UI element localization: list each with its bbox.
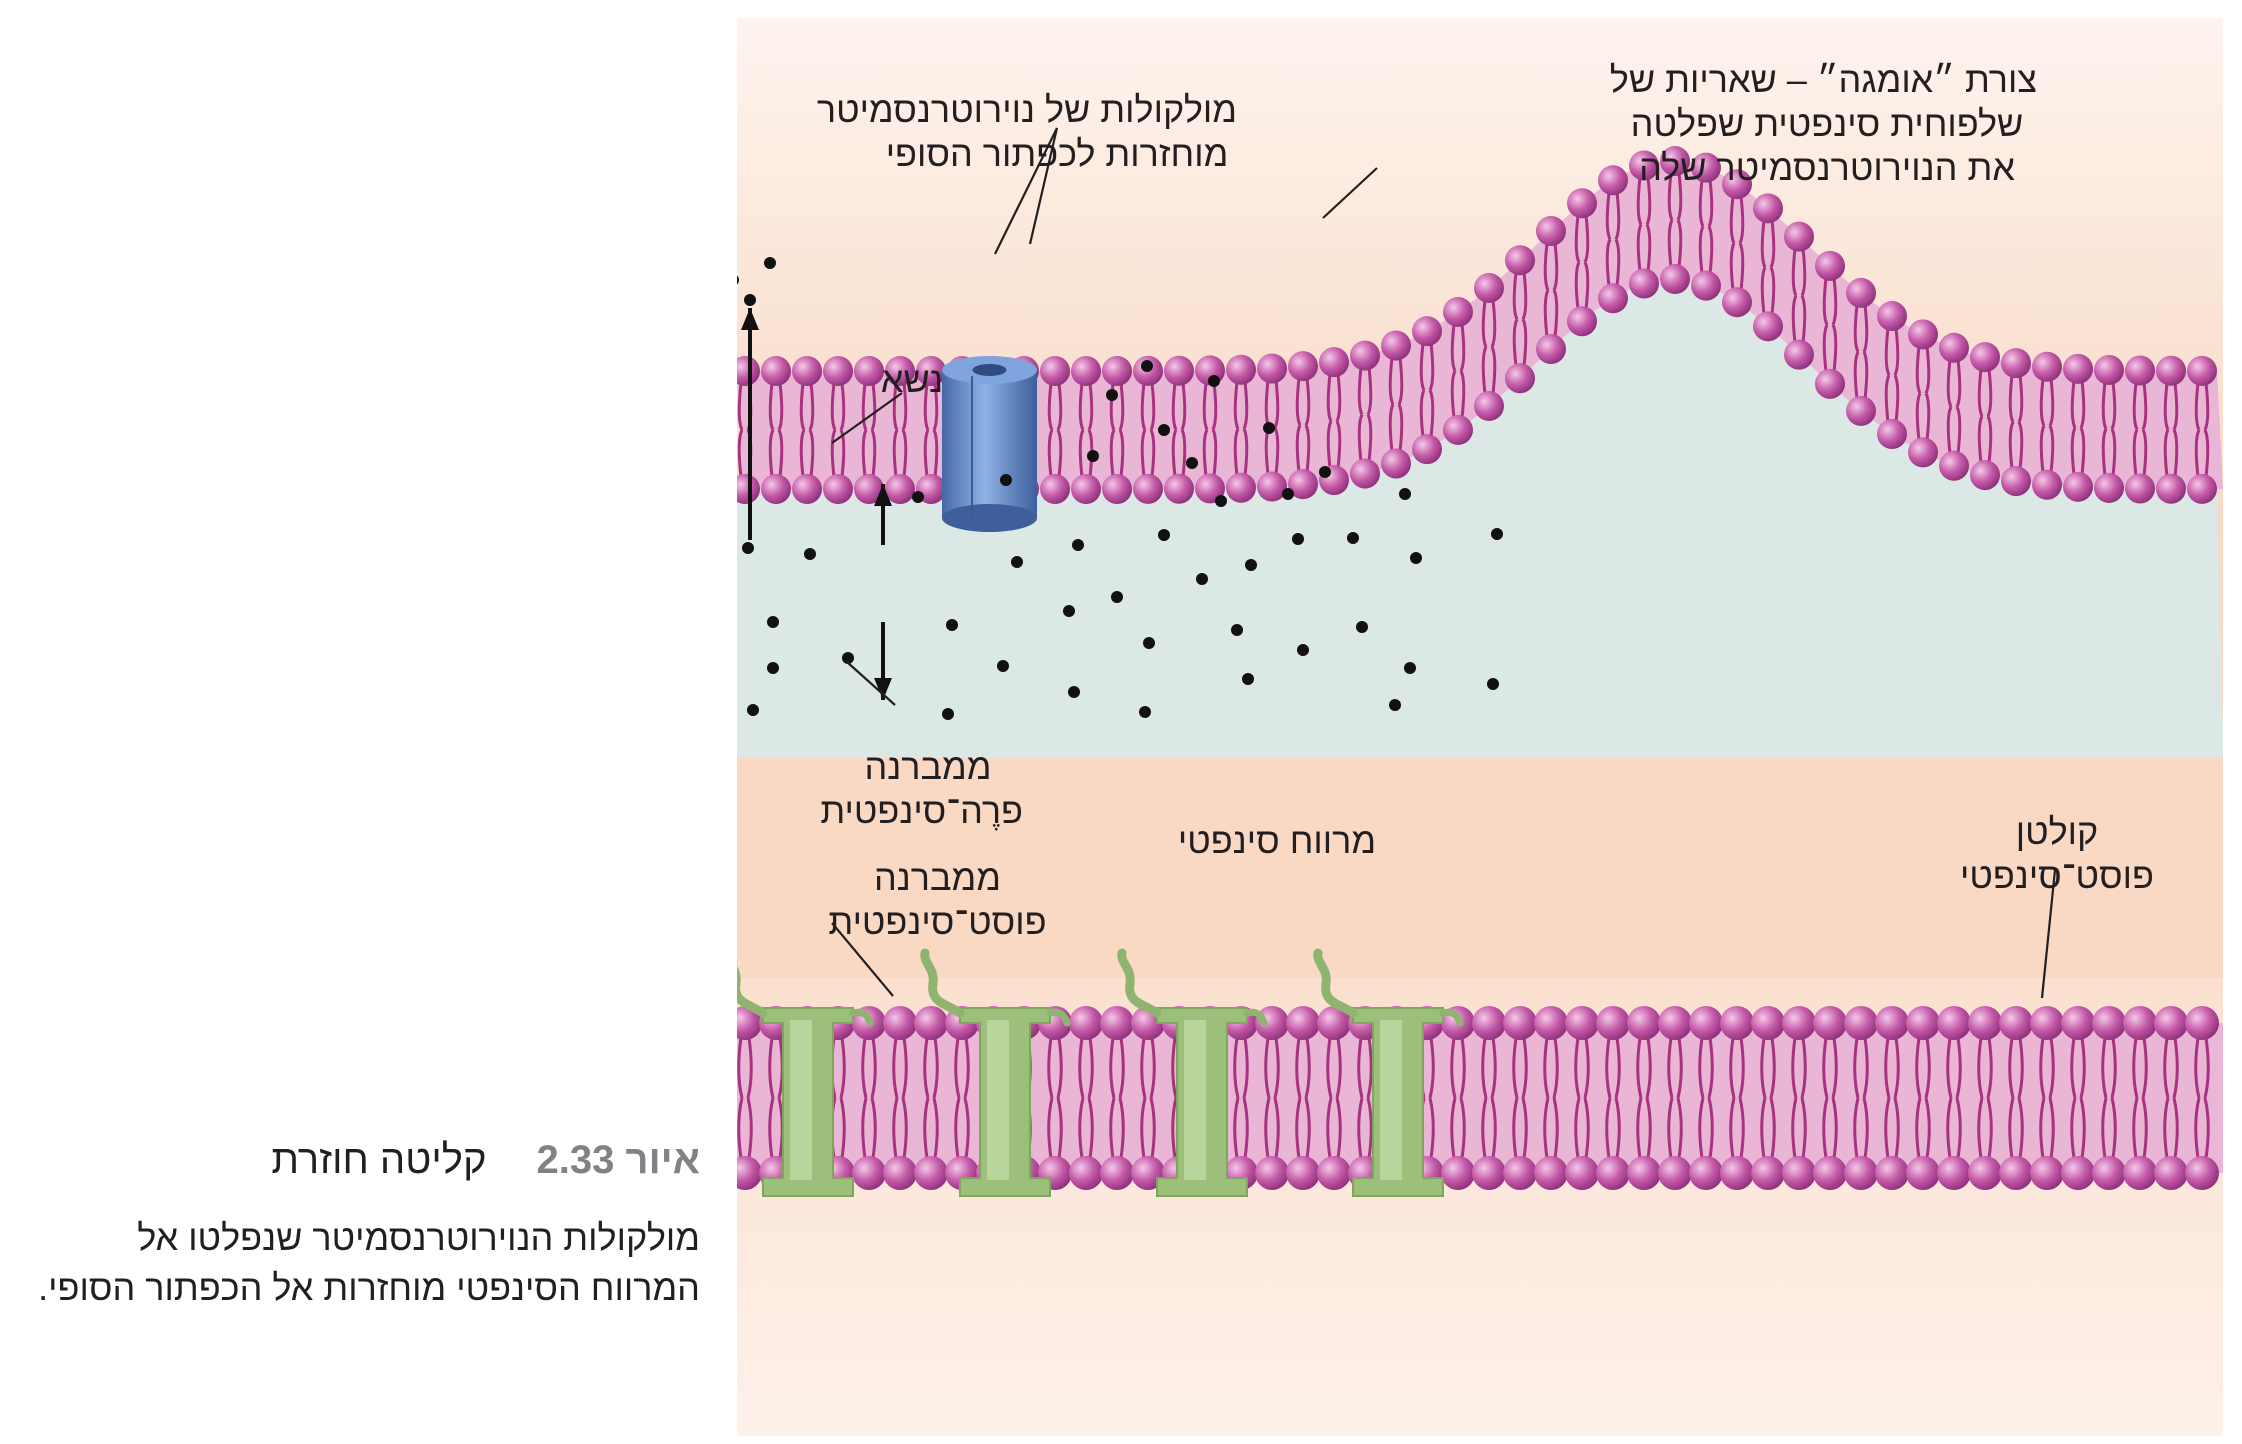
- neurotransmitter-molecule: [946, 619, 958, 631]
- carrier-protein: [942, 356, 1037, 532]
- leader-molecules-2: [1028, 127, 1059, 245]
- neurotransmitter-molecule: [1139, 706, 1151, 718]
- neurotransmitter-molecule: [764, 257, 776, 269]
- neurotransmitter-molecule: [1000, 474, 1012, 486]
- neurotransmitter-molecule: [747, 704, 759, 716]
- neurotransmitter-molecule: [1242, 673, 1254, 685]
- neurotransmitter-molecule: [842, 652, 854, 664]
- caption-text: מולקולות הנוירוטרנסמיטר שנפלטו אל המרווח…: [38, 1217, 700, 1308]
- neurotransmitter-molecule: [1231, 624, 1243, 636]
- neurotransmitter-molecule: [1111, 591, 1123, 603]
- neurotransmitter-molecule: [1292, 533, 1304, 545]
- postsynaptic-bilayer-core: [737, 1023, 2223, 1173]
- figure-caption: איור 2.33 קליטה חוזרת מולקולות הנוירוטרנס…: [20, 1130, 700, 1313]
- neurotransmitter-molecule: [1068, 686, 1080, 698]
- caption-title: קליטה חוזרת: [271, 1138, 487, 1182]
- leader-postsynaptic: [831, 922, 894, 997]
- neurotransmitter-molecule: [742, 542, 754, 554]
- neurotransmitter-molecule: [1072, 539, 1084, 551]
- caption-heading: איור 2.33 קליטה חוזרת: [20, 1130, 700, 1199]
- diagram-canvas: [737, 18, 2223, 1436]
- presynaptic-bilayer-core: [737, 161, 2223, 489]
- neurotransmitter-molecule: [1282, 488, 1294, 500]
- label-postsynaptic-receptor: קולטן פוסט־סינפטי: [1960, 811, 2154, 896]
- neurotransmitter-molecule: [1487, 678, 1499, 690]
- neurotransmitter-molecule: [912, 491, 924, 503]
- label-presynaptic-membrane: ממברנה פרֶה־סינפטית: [820, 746, 1023, 831]
- neurotransmitter-molecule: [1399, 488, 1411, 500]
- postsynaptic-receptor: [737, 965, 874, 1197]
- neurotransmitter-molecule: [1404, 662, 1416, 674]
- neurotransmitter-molecule: [1208, 375, 1220, 387]
- neurotransmitter-molecule: [1186, 457, 1198, 469]
- neurotransmitter-molecule: [767, 662, 779, 674]
- label-synaptic-cleft: מרווח סינפטי: [1177, 820, 1377, 861]
- neurotransmitter-molecule: [1141, 360, 1153, 372]
- neurotransmitter-molecule: [1011, 556, 1023, 568]
- neurotransmitter-molecule: [1196, 573, 1208, 585]
- neurotransmitter-molecule: [1263, 422, 1275, 434]
- leader-molecules-1: [994, 127, 1058, 255]
- label-omega-shape: צורת ״אומגה״ – שאריות של שלפוחית סינפטית…: [1609, 59, 2037, 188]
- leader-omega: [1322, 167, 1378, 219]
- reuptake-diagram: מולקולות של נוירוטרנסמיטר מוחזרות לכפתור…: [737, 18, 2223, 1436]
- neurotransmitter-molecule: [1389, 699, 1401, 711]
- leader-carrier: [831, 392, 903, 444]
- neurotransmitter-molecule: [1215, 495, 1227, 507]
- leader-presynaptic: [846, 661, 896, 706]
- synaptic-cleft-area: [737, 279, 2223, 738]
- neurotransmitter-molecule: [997, 660, 1009, 672]
- neurotransmitter-molecule: [1245, 559, 1257, 571]
- neurotransmitter-molecule: [1319, 466, 1331, 478]
- neurotransmitter-molecule: [804, 548, 816, 560]
- neurotransmitter-molecule: [767, 616, 779, 628]
- neurotransmitter-molecule: [737, 275, 739, 285]
- label-molecules-returning: מולקולות של נוירוטרנסמיטר מוחזרות לכפתור…: [816, 89, 1237, 174]
- neurotransmitter-molecule: [1410, 552, 1422, 564]
- label-postsynaptic-membrane: ממברנה פוסט־סינפטית: [828, 857, 1047, 942]
- neurotransmitter-molecule: [1106, 389, 1118, 401]
- neurotransmitter-molecule: [1347, 532, 1359, 544]
- neurotransmitter-molecule: [1143, 637, 1155, 649]
- label-carrier: נשא: [880, 359, 944, 400]
- postsynaptic-receptor: [1313, 948, 1464, 1197]
- postsynaptic-receptor: [1117, 948, 1268, 1197]
- neurotransmitter-molecule: [1087, 450, 1099, 462]
- neurotransmitter-molecule: [1063, 605, 1075, 617]
- neurotransmitter-molecule: [1356, 621, 1368, 633]
- neurotransmitter-molecule: [1158, 529, 1170, 541]
- neurotransmitter-molecule: [1158, 424, 1170, 436]
- neurotransmitter-molecule: [942, 708, 954, 720]
- postsynaptic-receptor: [920, 948, 1071, 1197]
- neurotransmitter-molecule: [744, 294, 756, 306]
- caption-number: איור 2.33: [536, 1138, 700, 1182]
- neurotransmitter-molecule: [1297, 644, 1309, 656]
- leader-receptor: [2040, 869, 2057, 999]
- neurotransmitter-molecule: [1491, 528, 1503, 540]
